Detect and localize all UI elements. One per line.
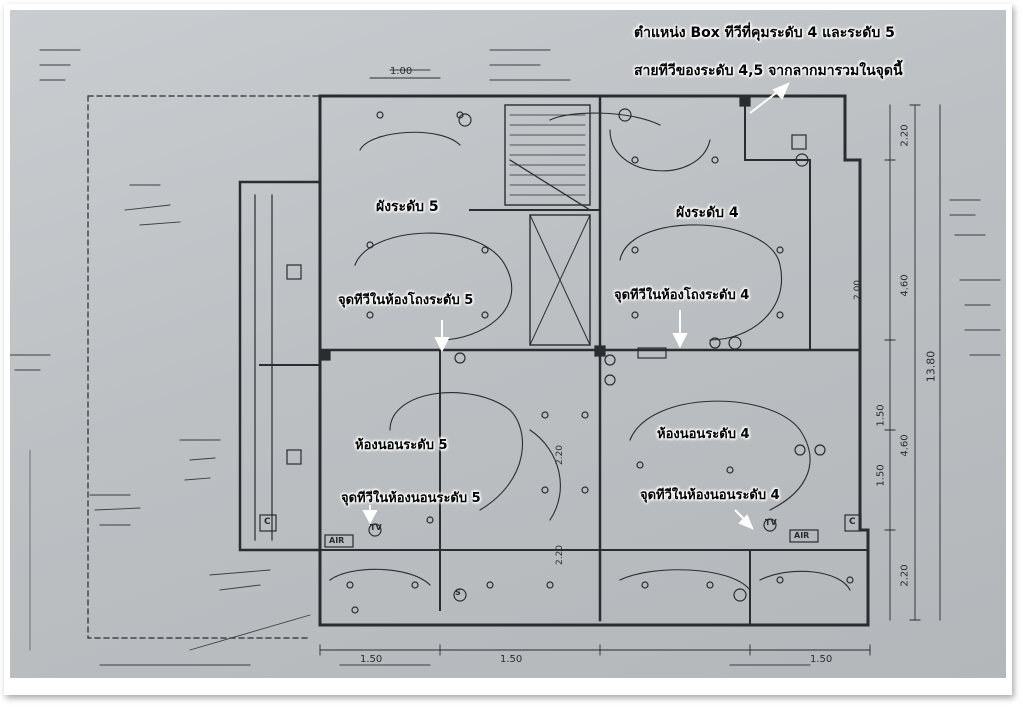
- dim-right-2: 4.60: [899, 274, 911, 297]
- dim-inner-2: 2.20: [555, 444, 566, 466]
- tv-symbol-bedroom5: TV: [370, 523, 382, 532]
- dim-bottom-1: 1.50: [360, 654, 383, 665]
- dim-right-5: 4.60: [899, 434, 911, 457]
- dim-bottom-2: 1.50: [500, 654, 523, 665]
- outer-wall: [318, 94, 870, 627]
- plan-level5-label: ผังระดับ 5: [376, 199, 439, 215]
- left-wing-wall: [238, 180, 322, 552]
- dim-right-3: 1.50: [875, 404, 887, 427]
- dim-right-7: 2.20: [899, 564, 911, 587]
- air-symbol-right: AIR: [794, 531, 810, 540]
- switch-symbol: S: [455, 588, 461, 597]
- bedroom-level5-label: ห้องนอนระดับ 5: [355, 438, 448, 453]
- tv-hall-level4-label: จุดทีวีในห้องโถงระดับ 4: [614, 288, 750, 303]
- plan-level4-label: ผังระดับ 4: [676, 205, 739, 221]
- bedroom-level4-label: ห้องนอนระดับ 4: [657, 427, 750, 442]
- tv-symbol-bedroom4: TV: [765, 518, 777, 527]
- staircase: [504, 104, 591, 206]
- air-symbol-left: AIR: [329, 536, 345, 545]
- dim-right-6: 13.80: [924, 350, 938, 383]
- floor-plan-drawing: [10, 49, 1001, 666]
- lot-boundary: [87, 95, 321, 639]
- tv-hall-level5-label: จุดทีวีในห้องโถงระดับ 5: [338, 293, 474, 308]
- tv-bedroom-level5-label: จุดทีวีในห้องนอนระดับ 5: [341, 491, 481, 506]
- c-symbol-left: C: [264, 517, 271, 527]
- floor-plan-photo: 1.00 1.50 1.50 1.50 2.20 4.60 1.50 1.50 …: [10, 10, 1006, 678]
- c-symbol-right: C: [849, 517, 856, 527]
- box-position-annotation-line1: ตำแหน่ง Box ทีวีที่คุมระดับ 4 และระดับ 5: [634, 25, 895, 41]
- dim-inner-1: 2.00: [853, 279, 864, 301]
- dim-bottom-3: 1.50: [810, 654, 833, 665]
- tv-bedroom-level4-label: จุดทีวีในห้องนอนระดับ 4: [640, 488, 780, 503]
- dim-right-1: 2.20: [899, 124, 911, 147]
- box-position-annotation-line2: สายทีวีของระดับ 4,5 จากลากมารวมในจุดนี้: [634, 63, 903, 79]
- dim-right-4: 1.50: [875, 464, 887, 487]
- dim-top-left: 1.00: [390, 66, 413, 77]
- dim-inner-3: 2.20: [555, 544, 566, 566]
